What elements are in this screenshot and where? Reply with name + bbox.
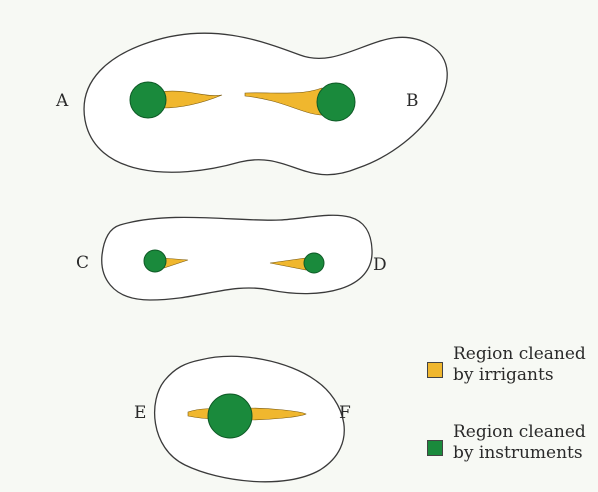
label-b: B — [406, 91, 419, 111]
instrumented-canal-b — [317, 83, 355, 121]
root-outline-cd — [102, 215, 372, 300]
legend-irrigants: Region cleaned by irrigants — [427, 344, 598, 386]
label-a: A — [55, 91, 69, 111]
instrumented-canal-ef — [208, 394, 252, 438]
legend-instruments: Region cleaned by instruments — [427, 422, 598, 464]
legend-swatch-instruments — [427, 440, 443, 456]
legend-swatch-irrigants — [427, 362, 443, 378]
label-d: D — [373, 255, 387, 275]
instrumented-canal-a — [130, 82, 166, 118]
label-f: F — [339, 403, 351, 423]
instrumented-canal-d — [304, 253, 324, 273]
legend-label-irrigants: Region cleaned by irrigants — [453, 344, 598, 386]
instrumented-canal-c — [144, 250, 166, 272]
label-e: E — [134, 403, 146, 423]
legend-label-instruments: Region cleaned by instruments — [453, 422, 598, 464]
label-c: C — [76, 253, 89, 273]
